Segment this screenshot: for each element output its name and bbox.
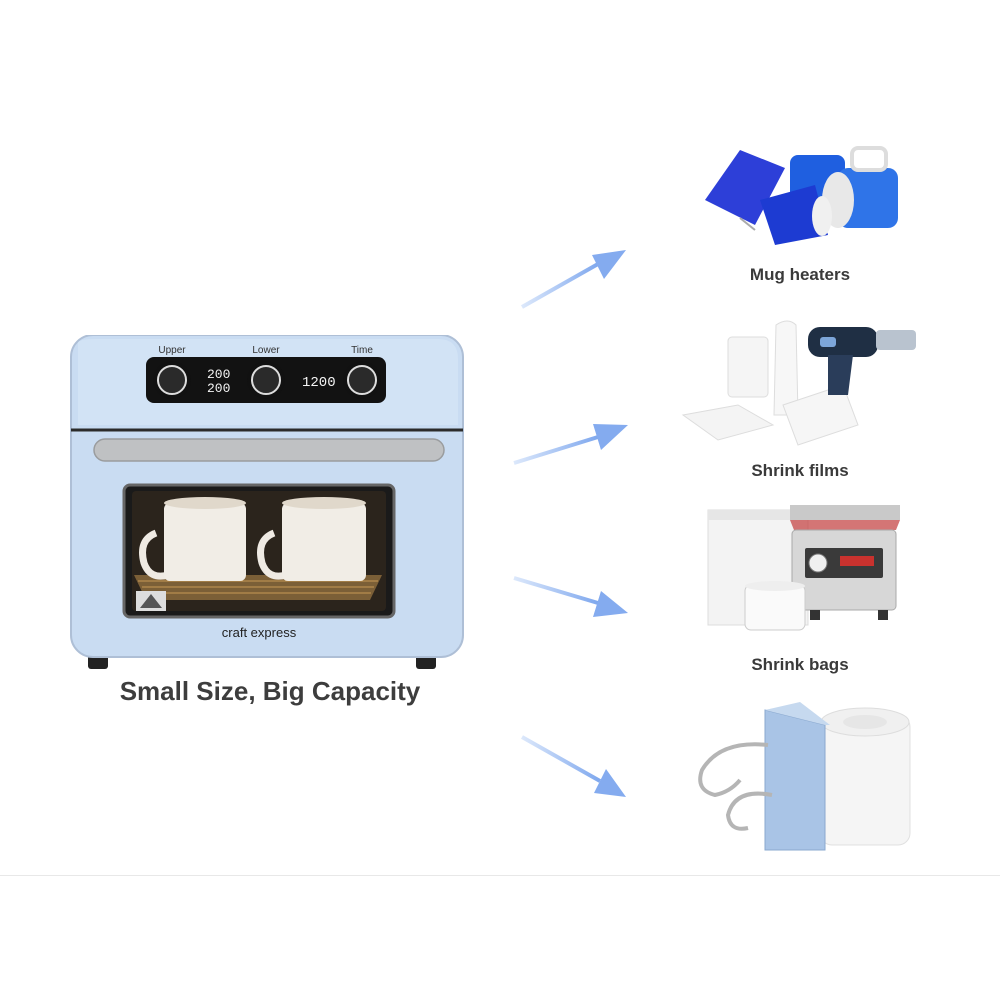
headline: Small Size, Big Capacity: [119, 676, 421, 706]
knob-label-lower: Lower: [252, 345, 280, 356]
bottom-temp-display: 200: [207, 381, 230, 396]
mug-right-icon: [257, 497, 366, 581]
upper-temp-knob[interactable]: [153, 361, 191, 399]
clipped-paper-roll-icon: [698, 702, 911, 851]
accessory-label-shrink-bags: Shrink bags: [751, 655, 849, 674]
mug-heaters-icon: [705, 146, 898, 245]
arrow-to-paper-roll: [521, 735, 626, 797]
accessory-label-mug-heaters: Mug heaters: [749, 265, 851, 284]
brand-logo: craft express: [222, 625, 297, 640]
timer-display: 1200: [302, 375, 336, 391]
shrink-bags-icon: [707, 505, 900, 631]
knob-label-time: Time: [351, 345, 373, 356]
oven-door-handle[interactable]: [93, 438, 445, 462]
air-fryer-oven-illustration: 200 200 1200 craft express Upper Lower T…: [70, 335, 464, 669]
knob-label-upper: Upper: [158, 345, 186, 356]
arrow-to-shrink-films: [513, 424, 628, 465]
bottom-divider: [0, 875, 1000, 876]
lower-temp-knob[interactable]: [247, 361, 285, 399]
accessory-label-shrink-films: Shrink films: [751, 461, 849, 480]
warning-sticker-icon: [136, 591, 166, 611]
arrow-to-mug-heaters: [521, 250, 626, 309]
timer-knob[interactable]: [343, 361, 381, 399]
mug-left-icon: [139, 497, 246, 581]
shrink-films-icon: [681, 320, 916, 446]
top-temp-display: 200: [207, 367, 230, 382]
arrow-to-shrink-bags: [513, 576, 628, 617]
